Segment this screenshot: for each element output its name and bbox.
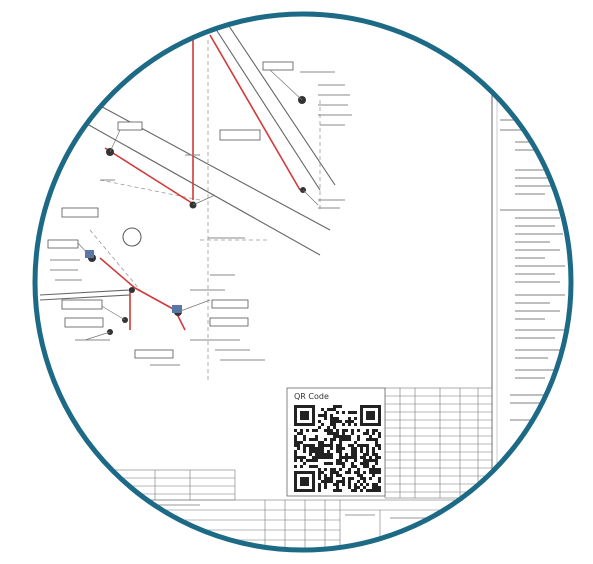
qr-panel: QR Code [286,387,386,497]
qr-label: QR Code [294,392,329,401]
qr-code-icon [294,405,381,492]
drawing-notes [50,71,352,366]
frame-ring [32,11,574,553]
callout-tags [47,61,294,359]
detail-callout [122,227,142,247]
pipe-run [99,34,301,331]
structural-beams [39,19,336,301]
